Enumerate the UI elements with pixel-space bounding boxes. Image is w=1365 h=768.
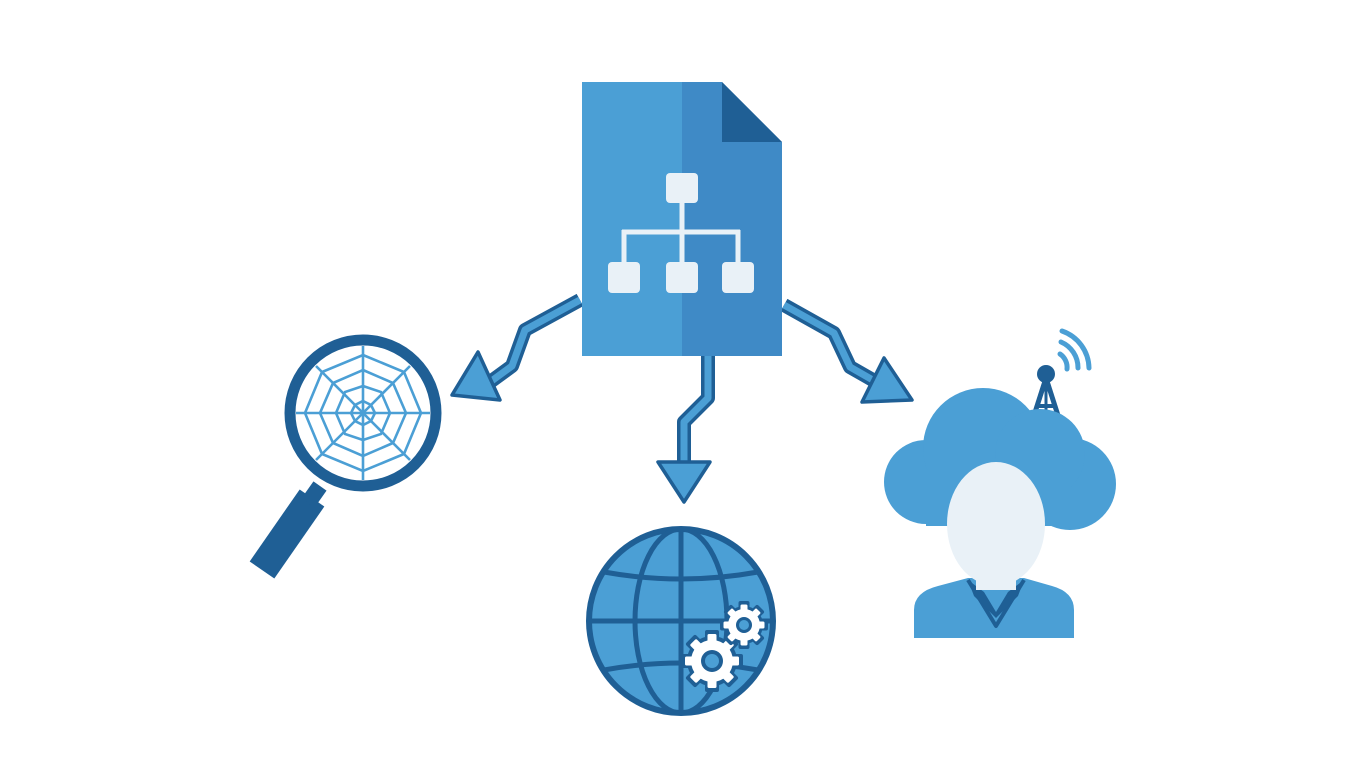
arrow-to-crawler: [450, 293, 584, 402]
arrow-to-cloud: [780, 298, 914, 404]
arrow-head-crawler: [450, 350, 502, 402]
spiderweb: [296, 346, 430, 480]
gear-icon-small: [720, 601, 768, 649]
arrow-head-cloud: [860, 356, 914, 404]
document-body-left: [582, 82, 682, 356]
arrow-to-globe: [656, 356, 715, 504]
user-shoulders: [914, 578, 1074, 638]
globe-gears-icon: [586, 526, 776, 716]
arrow-head-globe: [656, 460, 712, 504]
magnifier-spiderweb-icon: [249, 334, 442, 579]
signal-waves-icon: [1057, 328, 1092, 372]
sitemap-tree-icon: [608, 173, 754, 293]
document-body-right: [682, 82, 782, 356]
document-fold-corner: [722, 82, 782, 142]
user-collar: [968, 580, 1024, 618]
user-head: [947, 462, 1045, 586]
user-avatar-icon: [914, 462, 1074, 638]
cloud-user-antenna-icon: [884, 328, 1116, 638]
gear-icon: [681, 630, 743, 692]
magnifier-handle: [249, 489, 325, 579]
sitemap-document-icon: [582, 82, 782, 356]
